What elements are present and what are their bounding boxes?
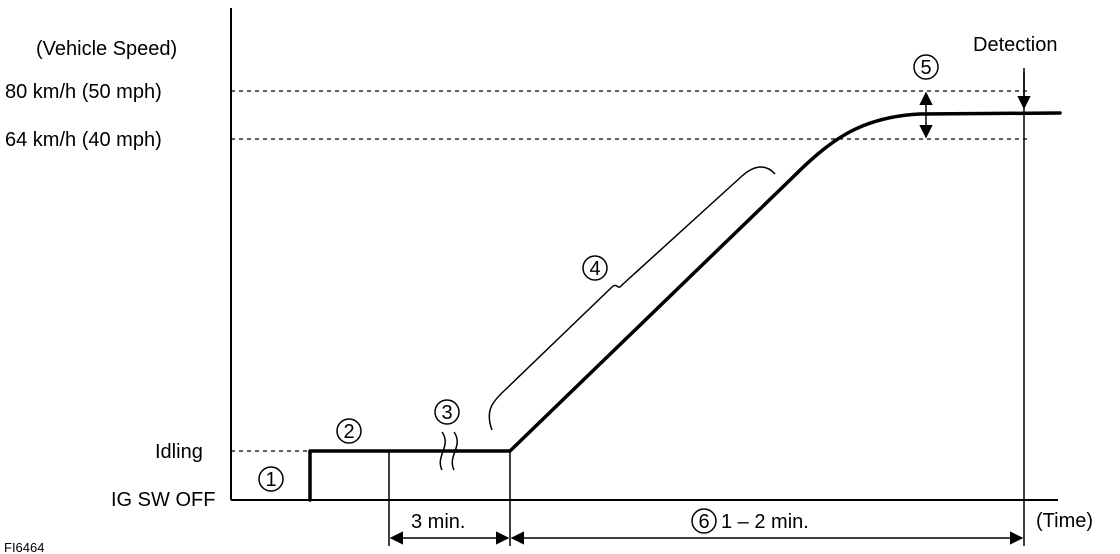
three-minute-label-background: [405, 508, 480, 534]
step-2-number: 2: [343, 421, 354, 443]
vehicle-speed-curve: [308, 111, 1062, 502]
step-3-number: 3: [441, 402, 452, 424]
step-1-number: 1: [265, 469, 276, 491]
ig-sw-off-label: IG SW OFF: [111, 489, 215, 511]
one-to-two-minute-label-background: [683, 508, 848, 534]
step-6-number: 6: [698, 511, 709, 533]
step-1-marker: [258, 466, 284, 492]
acceleration-bracket: [488, 166, 776, 431]
time-axis-label: (Time): [1036, 510, 1093, 532]
one-to-two-minute-label: 1 – 2 min.: [721, 511, 809, 533]
step-5-marker: [913, 54, 939, 80]
step-5-number: 5: [920, 57, 931, 79]
detection-label: Detection: [973, 34, 1058, 56]
speed-80-label: 80 km/h (50 mph): [5, 81, 162, 103]
idling-label: Idling: [155, 441, 203, 463]
figure-code-label: FI6464: [4, 540, 44, 554]
speed-64-label: 64 km/h (40 mph): [5, 129, 162, 151]
step-2-marker: [336, 418, 362, 444]
step-4-number: 4: [589, 258, 600, 280]
three-minute-label: 3 min.: [411, 511, 465, 533]
step-3-marker: [434, 399, 460, 425]
step-6-marker: [691, 508, 717, 534]
break-mark-right: [451, 431, 458, 471]
break-mark-left: [439, 431, 446, 471]
step-4-marker: [582, 255, 608, 281]
y-axis-title: (Vehicle Speed): [36, 38, 177, 60]
